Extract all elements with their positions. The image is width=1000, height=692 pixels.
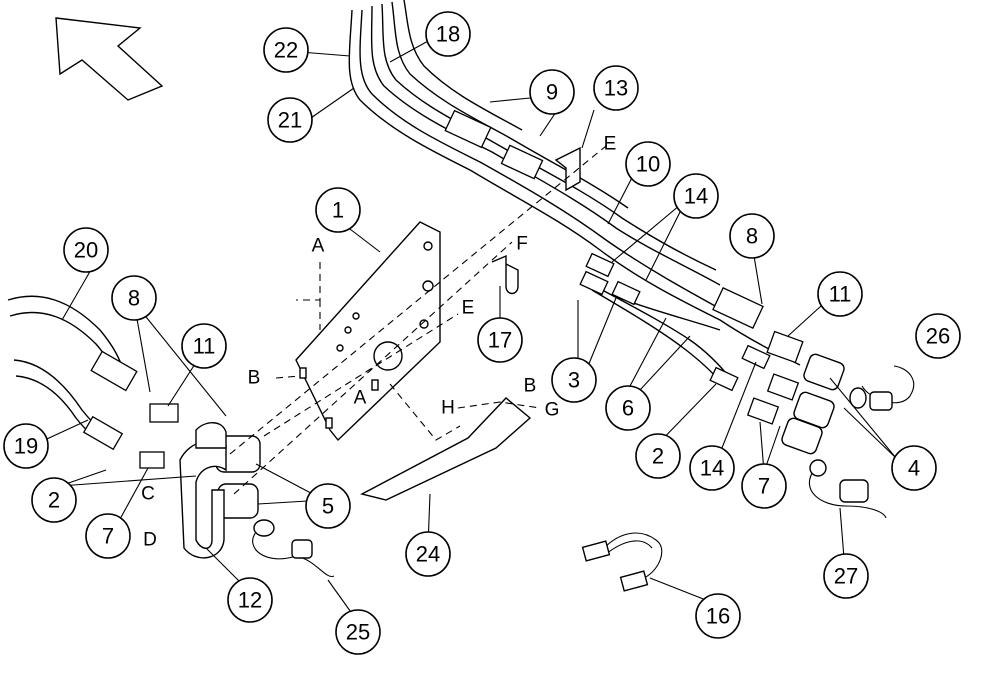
callout-5: 5 (305, 483, 351, 529)
callout-4: 4 (891, 445, 937, 491)
callout-1: 1 (315, 187, 361, 233)
letter-h: H (441, 398, 455, 419)
quick-couplers (215, 353, 845, 519)
svg-text:3: 3 (568, 368, 580, 393)
callout-27: 27 (823, 553, 869, 599)
callout-12: 12 (227, 577, 273, 623)
svg-text:7: 7 (102, 524, 114, 549)
mounting-plate (295, 221, 441, 442)
svg-text:17: 17 (488, 328, 512, 353)
letter-b-left: B (248, 368, 261, 389)
letter-g: G (545, 400, 560, 421)
letter-c: C (141, 484, 155, 505)
svg-text:14: 14 (684, 184, 708, 209)
clamp-bracket (179, 422, 227, 559)
svg-text:13: 13 (604, 76, 628, 101)
dust-caps (252, 365, 915, 577)
callout-14-bottom: 14 (689, 445, 735, 491)
svg-text:9: 9 (546, 80, 558, 105)
arrow-up-left-icon (55, 17, 164, 101)
right-lower-hoses (583, 279, 731, 387)
callout-22: 22 (263, 27, 309, 73)
reference-letters: A B A E F E B H G C D (141, 134, 616, 551)
callout-8-left: 8 (111, 275, 157, 321)
letter-d: D (143, 530, 157, 551)
svg-text:12: 12 (238, 588, 262, 613)
svg-text:2: 2 (48, 488, 60, 513)
svg-text:7: 7 (758, 474, 770, 499)
small-brackets (491, 146, 581, 295)
svg-text:8: 8 (746, 224, 758, 249)
callout-2-right: 2 (635, 433, 681, 479)
svg-text:18: 18 (436, 22, 460, 47)
callout-16: 16 (695, 593, 741, 639)
callout-7-left: 7 (85, 513, 131, 559)
svg-text:26: 26 (926, 324, 950, 349)
callout-26: 26 (915, 313, 961, 359)
callout-20: 20 (63, 227, 109, 273)
alignment-lines (229, 145, 607, 495)
letter-a-plate: A (354, 388, 367, 409)
callout-18: 18 (425, 11, 471, 57)
callout-8-right: 8 (729, 213, 775, 259)
svg-text:5: 5 (322, 494, 334, 519)
svg-text:27: 27 (834, 564, 858, 589)
letter-f: F (516, 234, 528, 255)
svg-text:22: 22 (274, 38, 298, 63)
svg-text:10: 10 (636, 152, 660, 177)
svg-text:25: 25 (346, 620, 370, 645)
letter-b-right: B (524, 376, 537, 397)
svg-text:8: 8 (128, 286, 140, 311)
callout-10: 10 (625, 141, 671, 187)
callout-2-left: 2 (31, 477, 77, 523)
callout-21: 21 (267, 97, 313, 143)
callout-11-left: 11 (181, 323, 227, 369)
callout-11-right: 11 (817, 271, 863, 317)
svg-text:16: 16 (706, 604, 730, 629)
svg-text:1: 1 (332, 198, 344, 223)
callout-13: 13 (593, 65, 639, 111)
svg-text:2: 2 (652, 444, 664, 469)
svg-text:19: 19 (14, 434, 38, 459)
svg-text:11: 11 (829, 282, 852, 307)
callout-6: 6 (605, 385, 651, 431)
callout-3: 3 (551, 357, 597, 403)
svg-text:14: 14 (700, 456, 724, 481)
svg-text:6: 6 (622, 396, 634, 421)
letter-a-top: A (312, 236, 325, 257)
svg-text:11: 11 (193, 334, 216, 359)
callout-17: 17 (477, 317, 523, 363)
callout-24: 24 (405, 531, 451, 577)
svg-text:24: 24 (416, 542, 440, 567)
letter-e-top: E (604, 134, 617, 155)
svg-text:21: 21 (278, 108, 302, 133)
callout-25: 25 (335, 609, 381, 655)
fitting-group (82, 109, 804, 469)
letter-e-middle: E (462, 298, 475, 319)
upper-hose-bundle (348, 0, 801, 366)
svg-text:20: 20 (74, 238, 98, 263)
callout-14-top: 14 (673, 173, 719, 219)
deflector-plate (360, 397, 532, 501)
callout-19: 19 (3, 423, 49, 469)
svg-text:4: 4 (908, 456, 920, 481)
callout-7-right: 7 (741, 463, 787, 509)
wiring-harness (581, 532, 663, 592)
callout-9: 9 (529, 69, 575, 115)
